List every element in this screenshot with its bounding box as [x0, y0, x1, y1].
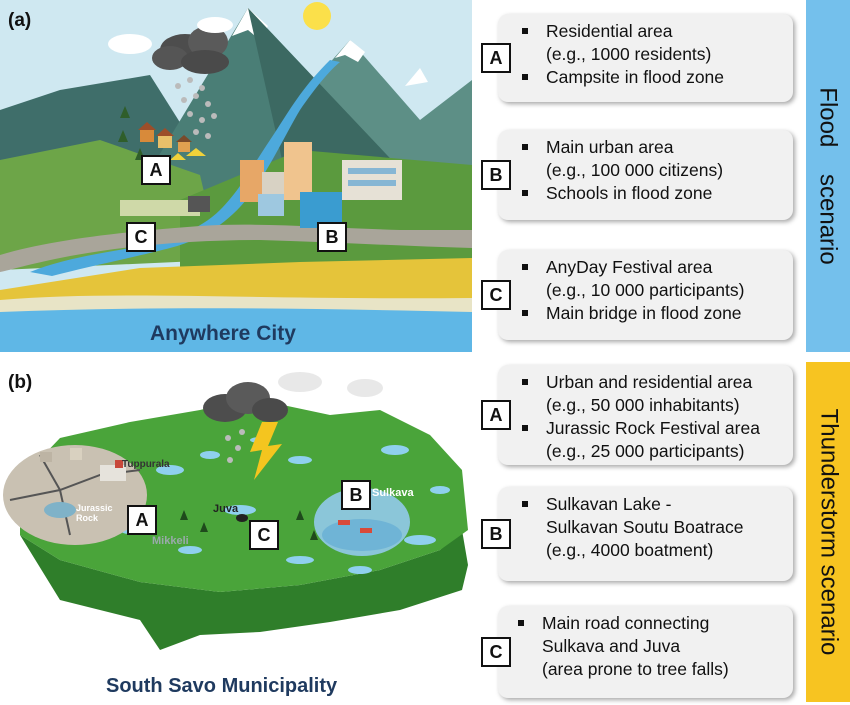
bullet-continuation: (e.g., 25 000 participants)	[546, 441, 745, 461]
rain-cloud-icon	[152, 26, 229, 139]
bullet-continuation: (e.g., 1000 residents)	[546, 44, 712, 64]
bullet-continuation: Sulkavan Soutu Boatrace	[546, 517, 744, 537]
bullet-text: AnyDay Festival area	[520, 256, 787, 279]
region-side	[20, 530, 468, 650]
info-box-b-thunderstorm: B Sulkavan Lake - Sulkavan Soutu Boatrac…	[481, 487, 793, 581]
bullet-continuation: (e.g., 4000 boatment)	[546, 540, 714, 560]
flood-scenario-label: Flood scenario	[806, 0, 850, 352]
bullet-text: Residential area	[520, 20, 787, 43]
marker-b-scene-b: B	[341, 480, 371, 510]
flood-scene-illustration	[0, 0, 472, 352]
marker-a-scene-a: A	[141, 155, 171, 185]
box-marker-c: C	[481, 637, 511, 667]
info-box-b-flood: B Main urban area (e.g., 100 000 citizen…	[481, 130, 793, 220]
bullet-text: Campsite in flood zone	[520, 66, 787, 89]
bullet-text: Main road connecting	[516, 612, 787, 635]
thunderstorm-scenario-label: Thunderstorm scenario	[806, 362, 850, 702]
storm-cloud-icon	[203, 382, 288, 463]
map-label-tuppurala: Tuppurala	[122, 459, 170, 470]
bullet-text: Main bridge in flood zone	[520, 302, 787, 325]
trees	[180, 510, 318, 540]
map-label-jurassic-rock: Jurassic Rock	[76, 503, 113, 523]
south-savo-title: South Savo Municipality	[106, 675, 338, 697]
bullet-text: Jurassic Rock Festival area	[520, 417, 787, 440]
bullet-continuation: (e.g., 10 000 participants)	[546, 280, 745, 300]
info-box-c-thunderstorm: C Main road connecting Sulkava and Juva …	[481, 606, 793, 698]
box-marker-b: B	[481, 160, 511, 190]
info-box-c-flood: C AnyDay Festival area (e.g., 10 000 par…	[481, 250, 793, 340]
marker-c-scene-b: C	[249, 520, 279, 550]
thunderstorm-map-illustration	[3, 372, 468, 650]
marker-a-scene-b: A	[127, 505, 157, 535]
festival-area	[120, 196, 210, 216]
bullet-text: Schools in flood zone	[520, 182, 787, 205]
bullet-continuation: (e.g., 50 000 inhabitants)	[546, 395, 740, 415]
urban-buildings	[40, 448, 126, 481]
marker-c-scene-a: C	[126, 222, 156, 252]
lightning-bolt-icon	[250, 422, 282, 480]
lake	[0, 306, 472, 352]
panel-b-label: (b)	[8, 372, 33, 393]
map-label-mikkeli: Mikkeli	[152, 535, 189, 547]
info-box-a-flood: A Residential area (e.g., 1000 residents…	[481, 14, 793, 102]
boats	[338, 520, 372, 533]
anywhere-city-title: Anywhere City	[150, 322, 296, 345]
marker-b-scene-a: B	[317, 222, 347, 252]
bullet-text: Main urban area	[520, 136, 787, 159]
lakes	[120, 437, 450, 574]
box-marker-a: A	[481, 400, 511, 430]
panel-a-label: (a)	[8, 10, 32, 31]
bullet-continuation: (area prone to tree falls)	[542, 659, 729, 679]
bullet-text: Sulkavan Lake -	[520, 493, 787, 516]
residential-houses	[138, 122, 206, 160]
sun-icon	[303, 2, 331, 30]
flood-scenario-text: Flood scenario	[815, 87, 843, 265]
box-marker-b: B	[481, 519, 511, 549]
bullet-text: Urban and residential area	[520, 371, 787, 394]
info-box-a-thunderstorm: A Urban and residential area (e.g., 50 0…	[481, 365, 793, 465]
bullet-continuation: Sulkava and Juva	[542, 636, 681, 656]
box-marker-c: C	[481, 280, 511, 310]
map-label-juva: Juva	[213, 503, 239, 515]
bullet-continuation: (e.g., 100 000 citizens)	[546, 160, 724, 180]
map-label-sulkava: Sulkava	[372, 487, 414, 499]
box-marker-a: A	[481, 43, 511, 73]
thunderstorm-scenario-text: Thunderstorm scenario	[815, 408, 842, 656]
